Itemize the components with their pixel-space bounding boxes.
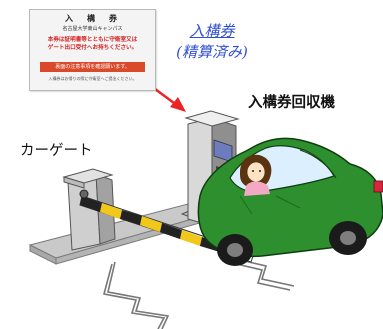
entry-ticket: 入 構 券 名古屋大学東山キャンパス 本券は証明書等とともに守衛室又は ゲート出… — [29, 9, 156, 91]
car-gate-label: カーゲート — [20, 143, 93, 159]
ticket-body-line-1: 本券は証明書等とともに守衛室又は — [47, 37, 138, 43]
car-wheels — [217, 221, 367, 266]
ticket-machine-label: 入構券回収機 — [248, 95, 335, 111]
parking-space-lines — [103, 257, 295, 329]
ticket-footer: 入構券はお帰りの際に守衛室へご提出ください。 — [48, 76, 137, 81]
ticket-note-box: 裏面の注意事項を確認願います。 — [40, 62, 145, 72]
ticket-caption-title: 入構券 — [189, 22, 235, 40]
ticket-note: 裏面の注意事項を確認願います。 — [55, 64, 130, 70]
green-car — [197, 137, 383, 266]
ticket-title: 入 構 券 — [65, 14, 120, 23]
red-arrow — [150, 85, 186, 112]
ticket-caption-status: (精算済み) — [176, 43, 248, 61]
ticket-caption: 入構券 (精算済み) — [162, 21, 262, 63]
ticket-subtitle: 名古屋大学東山キャンパス — [62, 26, 123, 32]
ticket-body-line-2: ゲート出口受付へお持ちください。 — [47, 45, 138, 51]
ticket-body: 本券は証明書等とともに守衛室又は ゲート出口受付へお持ちください。 — [34, 36, 151, 52]
driver-figure — [240, 154, 272, 196]
